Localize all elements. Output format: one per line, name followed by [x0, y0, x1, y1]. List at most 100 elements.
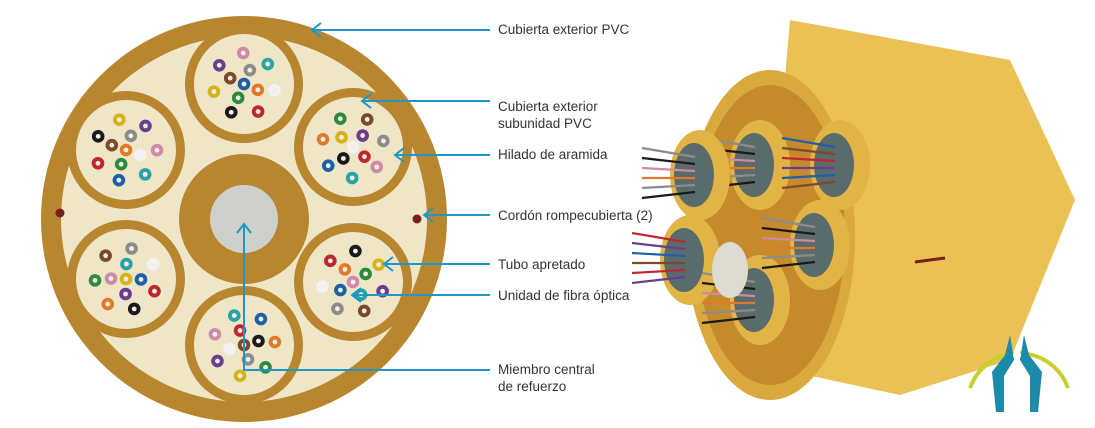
fiber-core: [124, 261, 129, 267]
arrow-central-member: [236, 222, 252, 234]
fiber-core: [123, 147, 129, 153]
label-tight-buffer: Tubo apretado: [498, 257, 586, 272]
fiber-strand-3d: [631, 251, 686, 258]
fiber-core: [116, 117, 122, 123]
leader-central-member: [243, 224, 490, 371]
fiber-core: [380, 288, 385, 294]
fiber-core: [211, 89, 217, 95]
fiber-core: [216, 62, 222, 68]
fiber-bundle-3d: [794, 213, 834, 277]
logo-handle-right: [1020, 335, 1042, 412]
fiber-core: [116, 177, 122, 183]
fiber-core: [129, 246, 134, 251]
subunit: [294, 88, 412, 206]
label-fiber-unit: Unidad de fibra óptica: [498, 288, 630, 303]
fiber-core: [109, 142, 115, 148]
label-aramid-yarn: Hilado de aramida: [498, 147, 608, 162]
fiber-core: [319, 284, 325, 289]
fiber-core: [118, 161, 124, 167]
fiber-core: [105, 301, 111, 307]
callout-leaders: [236, 22, 490, 371]
fiber-core: [364, 117, 370, 122]
fiber-core: [374, 164, 380, 170]
fiber-core: [272, 339, 278, 345]
subunit: [294, 223, 412, 341]
label-central-member-line1: Miembro central: [498, 362, 595, 377]
arrow-outer-jacket: [310, 22, 322, 38]
fiber-bundle-3d: [664, 228, 704, 292]
fiber-strand-3d: [781, 180, 836, 190]
fiber-core: [212, 331, 218, 337]
fiber-strand-3d: [701, 315, 756, 325]
fiber-core: [227, 75, 233, 81]
arrow-tight-buffer: [382, 256, 394, 272]
fiber-core: [245, 357, 251, 362]
fiber-core: [335, 306, 340, 312]
fiber-core: [376, 262, 382, 268]
fiber-core: [263, 364, 268, 370]
logo-pivot: [1013, 351, 1021, 359]
fiber-strand-3d: [781, 146, 836, 156]
fiber-core: [271, 87, 277, 93]
fiber-core: [228, 109, 234, 115]
fiber-strand-3d: [761, 236, 816, 243]
label-central-member-line2: de refuerzo: [498, 379, 567, 394]
fiber-strand-3d: [641, 183, 696, 190]
fiber-core: [231, 313, 237, 318]
fiber-core: [215, 358, 220, 364]
fiber-core: [152, 288, 157, 294]
fiber-core: [361, 308, 367, 314]
fiber-core: [256, 338, 261, 344]
fiber-core: [337, 116, 343, 122]
fiber-strand-3d: [781, 156, 836, 163]
fiber-core: [258, 316, 264, 322]
fiber-core: [138, 277, 144, 282]
label-subunit-jacket-line2: subunidad PVC: [498, 116, 592, 131]
fiber-core: [255, 109, 261, 114]
fiber-core: [150, 261, 156, 267]
fiber-strand-3d: [641, 156, 696, 166]
fiber-bundle-3d: [674, 143, 714, 207]
fiber-strand-3d: [761, 226, 816, 236]
label-subunit-jacket-line1: Cubierta exterior: [498, 99, 598, 114]
fiber-bundle-3d: [814, 133, 854, 197]
fiber-strand-3d: [641, 146, 696, 159]
fiber-bundle-3d: [734, 133, 774, 197]
label-subunit-jacket: Cubierta exterior subunidad PVC: [498, 98, 598, 132]
label-central-member: Miembro central de refuerzo: [498, 361, 595, 395]
fiber-core: [108, 276, 114, 281]
fiber-core: [362, 154, 367, 160]
fiber-core: [235, 95, 241, 101]
fiber-core: [123, 291, 128, 297]
logo-handle-left: [992, 335, 1014, 412]
fiber-core: [349, 175, 355, 181]
fiber-core: [363, 271, 369, 277]
fiber-core: [227, 346, 232, 352]
subunit: [185, 25, 303, 143]
fiber-core: [327, 258, 333, 264]
fiber-strand-3d: [631, 231, 686, 244]
fiber-core: [143, 123, 148, 129]
fiber-core: [342, 266, 348, 272]
cable-3d-cutaway: [631, 20, 1075, 400]
fiber-core: [95, 160, 101, 166]
arrow-fiber-unit: [350, 287, 362, 303]
fiber-core: [325, 163, 331, 169]
fiber-core: [241, 81, 247, 87]
fiber-core: [350, 144, 356, 150]
central-strength-member: [210, 185, 278, 253]
label-ripcord: Cordón rompecubierta (2): [498, 208, 653, 223]
fiber-core: [237, 328, 243, 333]
fiber-core: [255, 87, 261, 93]
fiber-core: [380, 138, 386, 144]
fiber-strand-3d: [761, 253, 816, 260]
ripcord-left: [55, 208, 65, 218]
subunit: [67, 220, 185, 338]
fiber-strand-3d: [641, 166, 696, 173]
fiber-strand-3d: [701, 308, 756, 315]
fiber-core: [95, 133, 101, 139]
fiber-core: [340, 156, 346, 161]
fiber-core: [123, 276, 129, 282]
fiber-core: [353, 248, 358, 254]
